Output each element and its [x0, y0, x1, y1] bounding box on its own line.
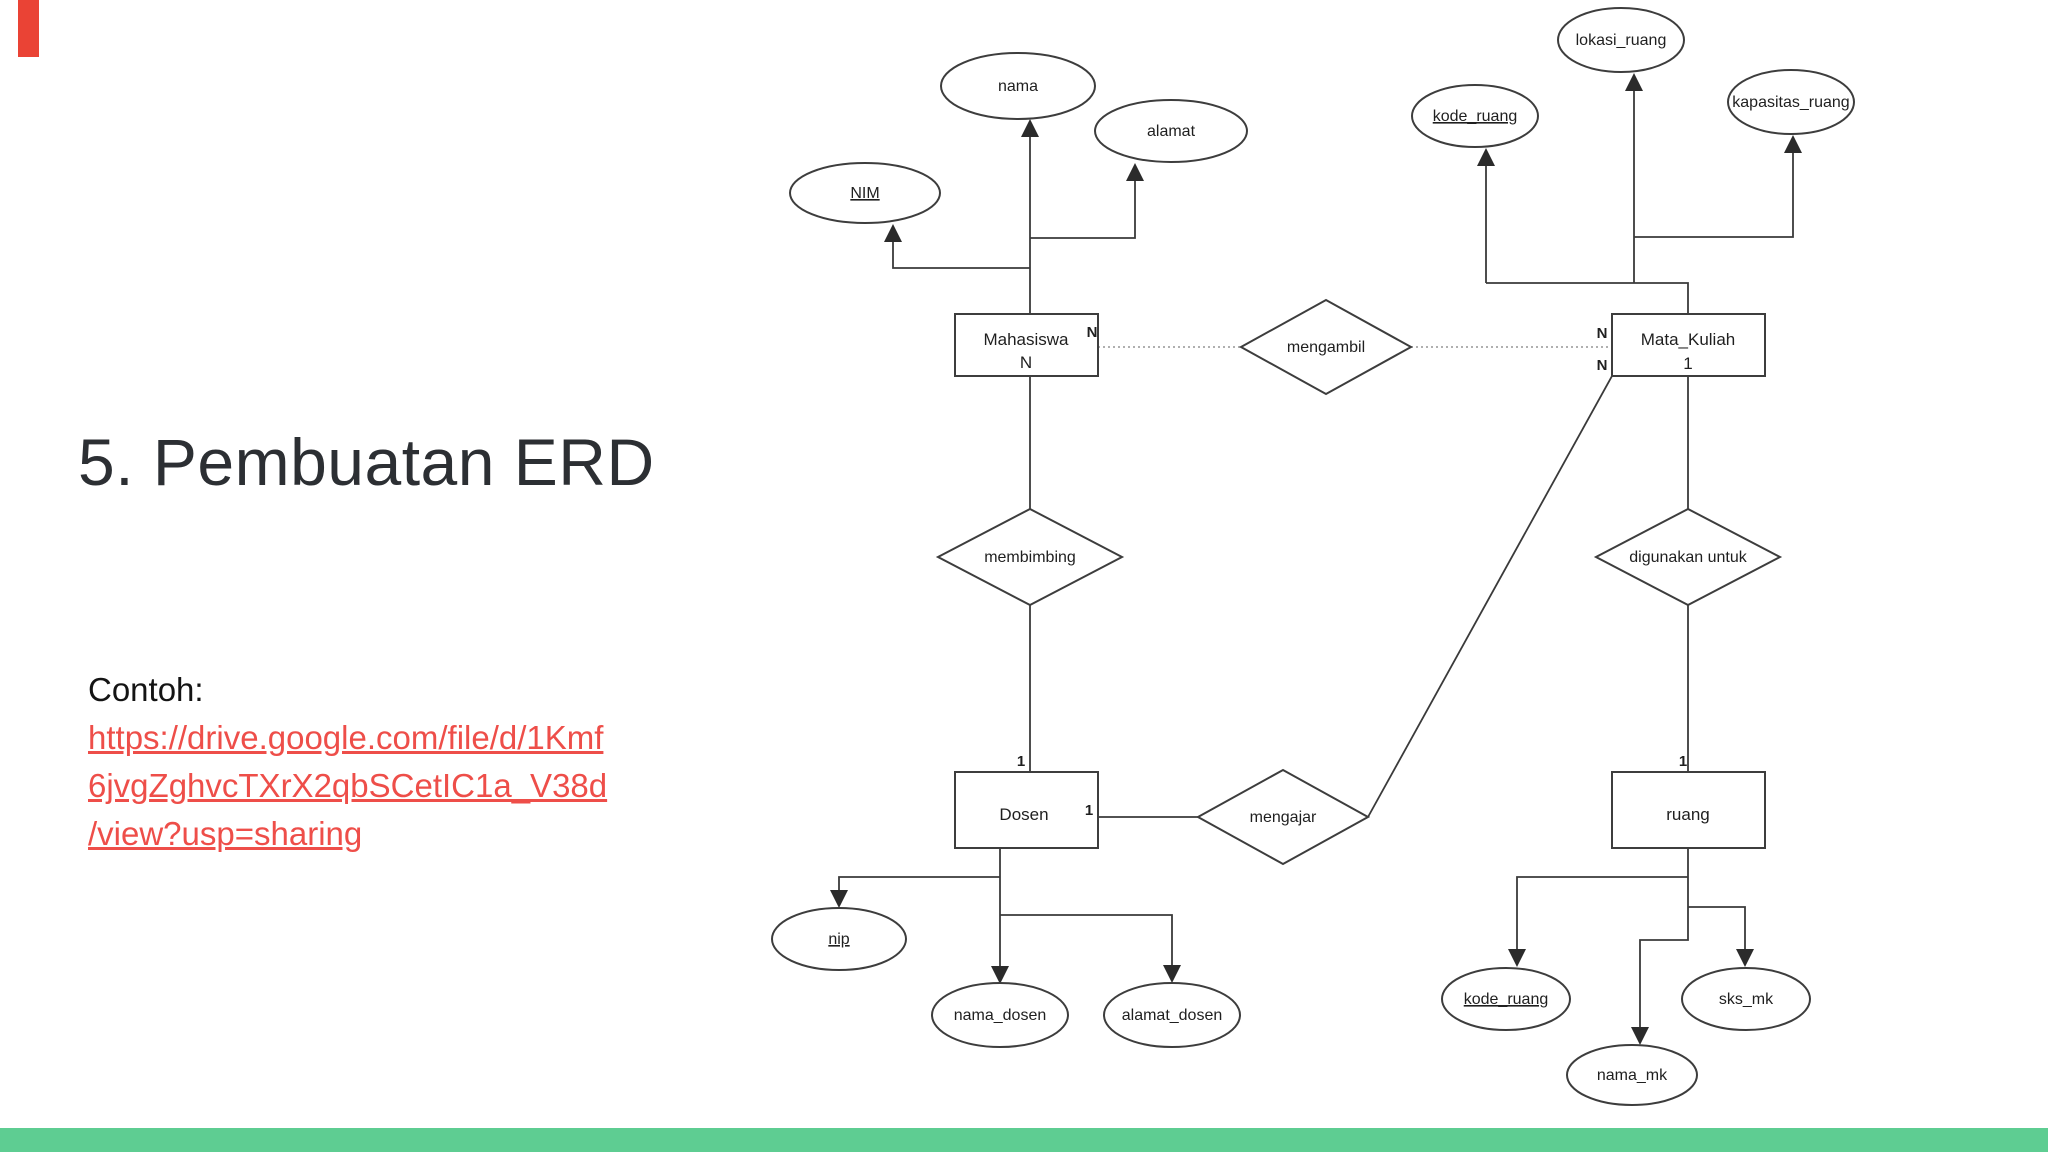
cardinality-matakuliah-mengajar: N [1597, 357, 1608, 374]
attribute-ellipse-sks-mk [1681, 967, 1811, 1031]
attribute-ellipse-nama-dosen [931, 982, 1069, 1048]
wire-ruang-sks-mk [1688, 906, 1754, 967]
attribute-ellipse-kode-ruang-bottom [1441, 967, 1571, 1031]
entity-label-dosen: Dosen [999, 805, 1048, 824]
wire-mahasiswa-alamat [1030, 163, 1144, 239]
attribute-label-alamat: alamat [1147, 123, 1196, 140]
contoh-label: Contoh: [88, 671, 204, 708]
relationship-diamond-membimbing [935, 507, 1125, 607]
wire-dosen-nip [830, 876, 1000, 908]
relationship-diamond-mengambil [1238, 298, 1414, 396]
entity-box-ruang [1611, 771, 1766, 849]
cardinality-matakuliah-mengambil: N [1597, 325, 1608, 342]
slide-accent-red-bar [18, 0, 39, 57]
entity-label-ruang: ruang [1666, 805, 1709, 824]
relationship-label-membimbing: membimbing [984, 549, 1076, 566]
wire-matakuliah-kapasitas-ruang [1634, 135, 1802, 238]
attribute-label-kode-ruang-bottom: kode_ruang [1464, 991, 1549, 1008]
attribute-ellipse-nim [789, 162, 941, 224]
attribute-ellipse-nip [771, 907, 907, 971]
wire-dosen-alamat-dosen [1000, 914, 1181, 983]
drive-link-line-1[interactable]: https://drive.google.com/file/d/1Kmf [88, 719, 604, 756]
relationship-label-mengambil: mengambil [1287, 339, 1365, 356]
page-title: 5. Pembuatan ERD [78, 425, 655, 499]
attribute-label-kapasitas-ruang: kapasitas_ruang [1732, 94, 1849, 111]
cardinality-dosen-membimbing: 1 [1017, 753, 1025, 770]
attribute-ellipse-lokasi-ruang [1557, 7, 1685, 73]
relationship-label-digunakan-untuk: digunakan untuk [1629, 549, 1747, 566]
attribute-label-nama-dosen: nama_dosen [954, 1007, 1047, 1024]
cardinality-mahasiswa-mengambil: N [1087, 324, 1098, 341]
attribute-label-nama-mk: nama_mk [1597, 1067, 1668, 1084]
attribute-label-sks-mk: sks_mk [1719, 991, 1774, 1008]
cardinality-dosen-mengajar: 1 [1085, 802, 1093, 819]
attribute-label-kode-ruang-top: kode_ruang [1433, 108, 1518, 125]
cardinality-ruang-digunakan: 1 [1679, 753, 1687, 770]
wire-ruang-kode-ruang [1508, 876, 1688, 967]
attribute-ellipse-kapasitas-ruang [1727, 69, 1855, 135]
example-block: Contoh: https://drive.google.com/file/d/… [88, 666, 607, 858]
entity-cardinality-mahasiswa-below: N [1020, 353, 1032, 372]
entity-box-mahasiswa [954, 313, 1099, 377]
entity-label-mahasiswa: Mahasiswa [983, 330, 1069, 349]
attribute-ellipse-nama [940, 52, 1096, 120]
attribute-label-alamat-dosen: alamat_dosen [1122, 1007, 1223, 1024]
drive-link[interactable]: https://drive.google.com/file/d/1Kmf 6jv… [88, 714, 607, 858]
entity-box-mata-kuliah [1611, 313, 1766, 377]
relationship-label-mengajar: mengajar [1250, 809, 1317, 826]
relationship-diamond-digunakan-untuk [1593, 507, 1783, 607]
entity-label-mata-kuliah: Mata_Kuliah [1641, 330, 1736, 349]
entity-cardinality-mata-kuliah-below: 1 [1683, 354, 1692, 373]
attribute-ellipse-nama-mk [1566, 1044, 1698, 1106]
attribute-label-nim: NIM [850, 185, 879, 202]
slide-footer-green-bar [0, 1128, 2048, 1152]
drive-link-line-3[interactable]: /view?usp=sharing [88, 815, 363, 852]
attribute-ellipse-alamat-dosen [1103, 982, 1241, 1048]
relationship-diamond-mengajar [1195, 768, 1371, 866]
drive-link-line-2[interactable]: 6jvgZghvcTXrX2qbSCetIC1a_V38d [88, 767, 608, 804]
attribute-ellipse-kode-ruang-top [1411, 84, 1539, 148]
wire-mahasiswa-nim [884, 224, 1030, 269]
wire-mengajar-matakuliah [1367, 375, 1613, 818]
attribute-label-nip: nip [828, 931, 849, 948]
wire-matakuliah-elbow [1486, 282, 1689, 314]
attribute-label-nama: nama [998, 78, 1038, 95]
attribute-label-lokasi-ruang: lokasi_ruang [1576, 32, 1667, 49]
attribute-ellipse-alamat [1094, 99, 1248, 163]
wire-ruang-nama-mk [1631, 848, 1689, 1045]
entity-box-dosen [954, 771, 1099, 849]
